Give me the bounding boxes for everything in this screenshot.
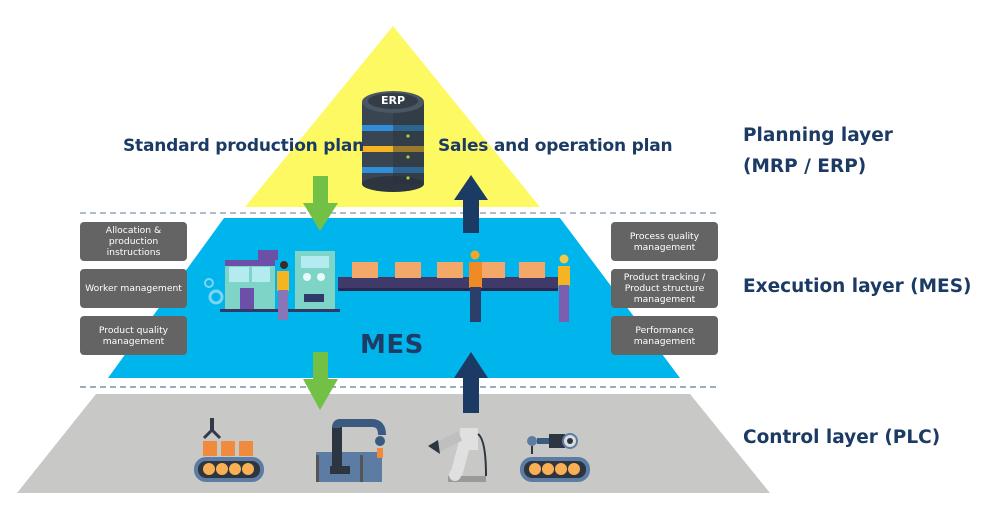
function-box-allocation: Allocation & production instructions	[80, 222, 187, 261]
box-icon	[352, 262, 378, 278]
box-icon	[519, 262, 545, 278]
factory-scene-illustration	[204, 250, 570, 322]
erp-label: ERP	[380, 94, 406, 107]
planning-layer-sub: (MRP / ERP)	[743, 156, 867, 177]
planning-layer-label: Planning layer (MRP / ERP)	[743, 120, 893, 182]
control-layer-label: Control layer (PLC)	[743, 427, 941, 448]
conveyor-robot-icon	[520, 433, 590, 482]
down-arrow-planning-to-execution	[303, 176, 338, 231]
function-box-process-quality: Process quality management	[611, 222, 718, 261]
function-box-product-tracking: Product tracking / Product structure man…	[611, 269, 718, 308]
control-layer-shape	[17, 394, 770, 493]
gear-icon	[204, 278, 214, 288]
function-box-performance: Performance management	[611, 316, 718, 355]
planning-layer-name: Planning layer	[743, 125, 893, 146]
mes-label: MES	[360, 330, 424, 360]
execution-layer-shape	[108, 218, 680, 378]
box-icon	[395, 262, 421, 278]
conveyor-with-gripper-icon	[194, 418, 264, 482]
sales-and-operation-plan-label: Sales and operation plan	[438, 136, 673, 156]
function-box-product-quality: Product quality management	[80, 316, 187, 355]
box-icon	[437, 262, 463, 278]
erp-database-icon	[362, 91, 424, 192]
up-arrow-execution-to-planning	[454, 175, 488, 233]
up-arrow-control-to-execution	[454, 352, 488, 413]
robotic-arm-icon	[428, 428, 487, 482]
box-icon	[479, 262, 505, 278]
crane-robot-icon	[316, 419, 386, 482]
standard-production-plan-label: Standard production plan	[123, 136, 365, 156]
down-arrow-execution-to-control	[303, 352, 338, 410]
function-box-worker-management: Worker management	[80, 269, 187, 308]
gear-icon	[208, 289, 224, 305]
execution-layer-label: Execution layer (MES)	[743, 276, 972, 297]
